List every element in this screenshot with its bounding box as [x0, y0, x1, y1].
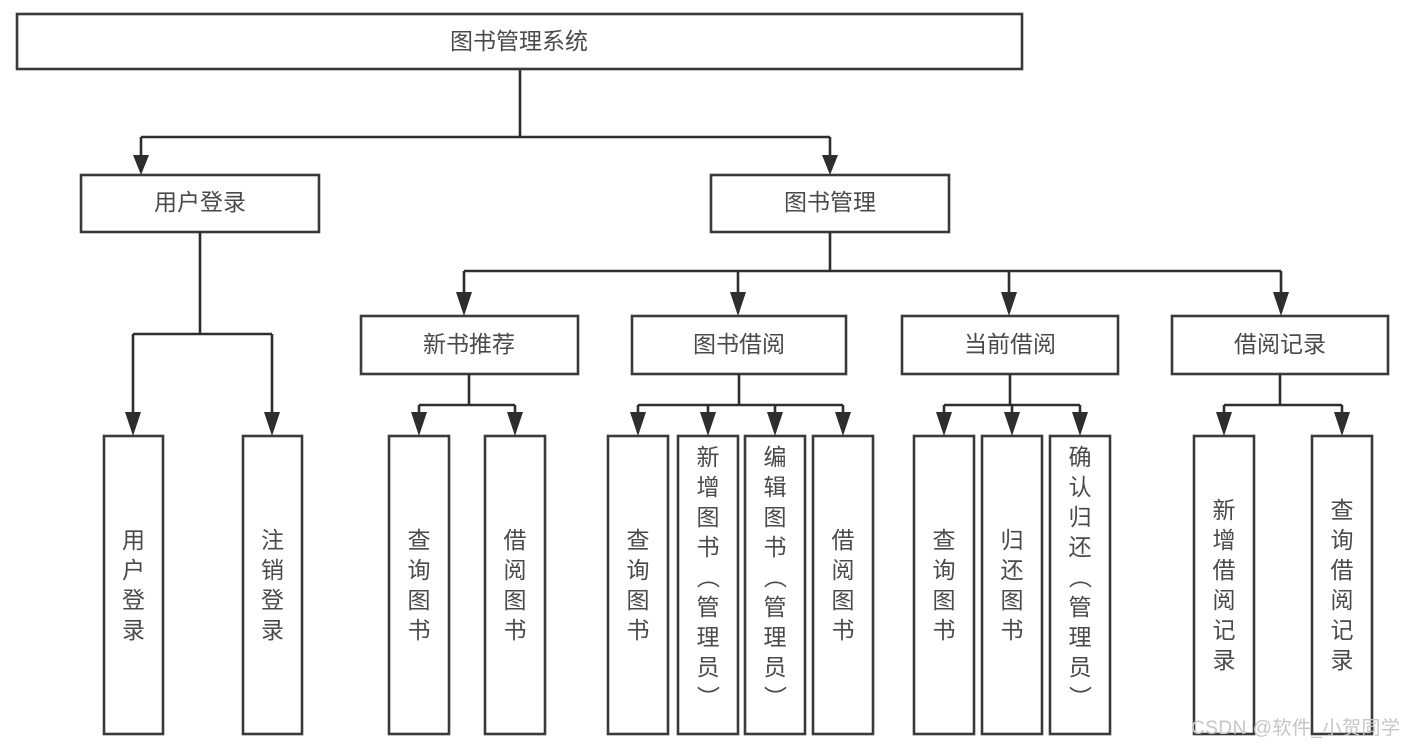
node-current-borrow-box[interactable]	[900, 314, 1120, 376]
connector-book-borrow-to-leaves	[630, 374, 851, 436]
node-leaf-confirm-return-box[interactable]	[1048, 434, 1112, 736]
node-book-borrow[interactable]: 图书借阅	[630, 314, 848, 376]
arrow-head-user-login	[133, 155, 149, 175]
arrow-head-cb-leaf1	[936, 412, 952, 436]
connector-current-borrow-to-leaves	[936, 374, 1088, 436]
node-root[interactable]: 图书管理系统	[15, 12, 1024, 71]
arrow-head-ul-leaf1	[125, 412, 141, 436]
node-leaf-query-book-1-box[interactable]	[387, 434, 451, 736]
arrow-head-bb-leaf4	[835, 412, 851, 436]
node-leaf-query-book-3-box[interactable]	[912, 434, 976, 736]
arrow-head-new-book-rec	[456, 292, 472, 316]
arrow-head-bb-leaf2	[700, 412, 716, 436]
node-current-borrow-label: 当前借阅	[964, 331, 1056, 357]
arrow-head-ul-leaf2	[264, 412, 280, 436]
node-book-borrow-label: 图书借阅	[693, 331, 785, 357]
node-user-login-label: 用户登录	[154, 189, 246, 215]
connector-new-book-rec-to-leaves	[411, 374, 523, 436]
arrow-head-book-borrow	[730, 292, 746, 316]
arrow-head-cb-leaf3	[1072, 412, 1088, 436]
arrow-head-br-leaf2	[1334, 412, 1350, 436]
node-current-borrow[interactable]: 当前借阅	[900, 314, 1120, 376]
node-book-management-label: 图书管理	[784, 189, 876, 215]
arrow-head-bb-leaf3	[767, 412, 783, 436]
arrow-head-nbr-leaf2	[507, 412, 523, 436]
node-borrow-record-label: 借阅记录	[1234, 331, 1326, 357]
connector-borrow-record-to-leaves	[1216, 374, 1350, 436]
node-user-login[interactable]: 用户登录	[79, 173, 321, 234]
arrow-head-book-mgmt	[822, 155, 838, 175]
node-leaf-add-book-box[interactable]	[676, 434, 740, 736]
node-leaf-query-book-2-box[interactable]	[606, 434, 670, 736]
node-leaf-add-borrow-record-box[interactable]	[1192, 434, 1256, 736]
watermark: CSDN @软件_小贺同学	[1191, 718, 1401, 739]
node-leaf-logout-box[interactable]	[241, 434, 304, 736]
arrow-head-nbr-leaf1	[411, 412, 427, 436]
arrow-head-bb-leaf1	[630, 412, 646, 436]
node-root-label: 图书管理系统	[450, 28, 588, 54]
node-leaf-borrow-book-2-box[interactable]	[811, 434, 875, 736]
arrow-head-borrow-record	[1273, 292, 1289, 316]
node-leaf-borrow-book-1-box[interactable]	[483, 434, 547, 736]
node-borrow-record-box[interactable]	[1170, 314, 1390, 376]
node-new-book-recommend-box[interactable]	[359, 314, 580, 376]
node-book-borrow-box[interactable]	[630, 314, 848, 376]
arrow-head-current-borrow	[1001, 292, 1017, 316]
node-book-management[interactable]: 图书管理	[709, 173, 951, 234]
node-new-book-recommend[interactable]: 新书推荐	[359, 314, 580, 376]
node-leaf-edit-book-box[interactable]	[743, 434, 807, 736]
connector-user-login-to-leaves	[125, 232, 280, 436]
node-root-box[interactable]	[15, 12, 1024, 71]
arrow-head-cb-leaf2	[1004, 412, 1020, 436]
arrow-head-br-leaf1	[1216, 412, 1232, 436]
connector-book-mgmt-to-level3	[456, 232, 1289, 316]
connector-root-to-level2	[133, 69, 838, 175]
node-book-management-box[interactable]	[709, 173, 951, 234]
node-leaf-user-login-box[interactable]	[102, 434, 165, 736]
node-new-book-recommend-label: 新书推荐	[423, 331, 515, 357]
node-leaf-query-borrow-record-box[interactable]	[1310, 434, 1374, 736]
node-leaf-return-book-box[interactable]	[980, 434, 1044, 736]
node-borrow-record[interactable]: 借阅记录	[1170, 314, 1390, 376]
